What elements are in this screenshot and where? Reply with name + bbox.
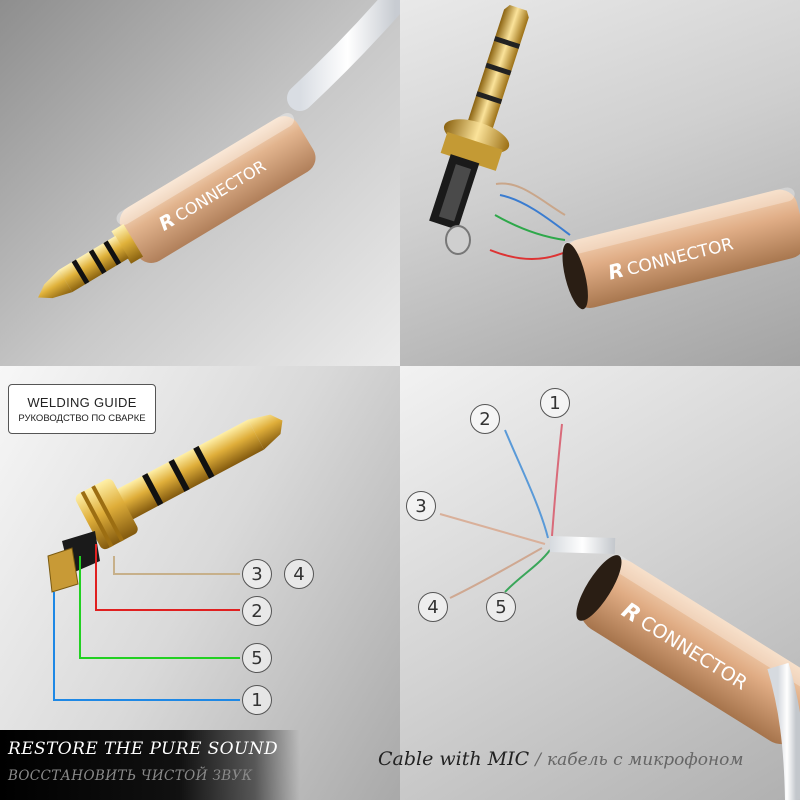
photo-plug-assembled: R CONNECTOR (0, 0, 400, 366)
cable-wires-diagram: R CONNECTOR (400, 366, 800, 800)
wire-number-5: 5 (242, 643, 272, 673)
cable-wire-number-4: 4 (418, 592, 448, 622)
wire-number-1: 1 (242, 685, 272, 715)
wire-number-3: 3 (242, 559, 272, 589)
cable-wire-number-2: 2 (470, 404, 500, 434)
cable-caption: Cable with MIC / кабель с микрофоном (378, 748, 743, 770)
cable-wire-number-3: 3 (406, 491, 436, 521)
welding-guide-title-ru: РУКОВОДСТВО ПО СВАРКЕ (18, 412, 146, 424)
cable-wire-number-1: 1 (540, 388, 570, 418)
welding-guide-label: WELDING GUIDE РУКОВОДСТВО ПО СВАРКЕ (8, 384, 156, 434)
caption-ru: кабель с микрофоном (546, 750, 744, 770)
wire-number-2: 2 (242, 596, 272, 626)
welding-guide-title: WELDING GUIDE (27, 394, 137, 410)
welding-guide-diagram (0, 366, 400, 800)
cable-wire-number-5: 5 (486, 592, 516, 622)
slogan-en: RESTORE THE PURE SOUND (8, 739, 279, 759)
caption-en: Cable with MIC (378, 748, 530, 770)
caption-separator: / (535, 750, 541, 770)
logo-r-letter: R (606, 258, 627, 285)
photo-plug-disassembled: R CONNECTOR (400, 0, 800, 366)
slogan-ru: ВОССТАНОВИТЬ ЧИСТОЙ ЗВУК (8, 768, 253, 784)
slogan-banner (0, 730, 300, 800)
wire-number-4: 4 (284, 559, 314, 589)
